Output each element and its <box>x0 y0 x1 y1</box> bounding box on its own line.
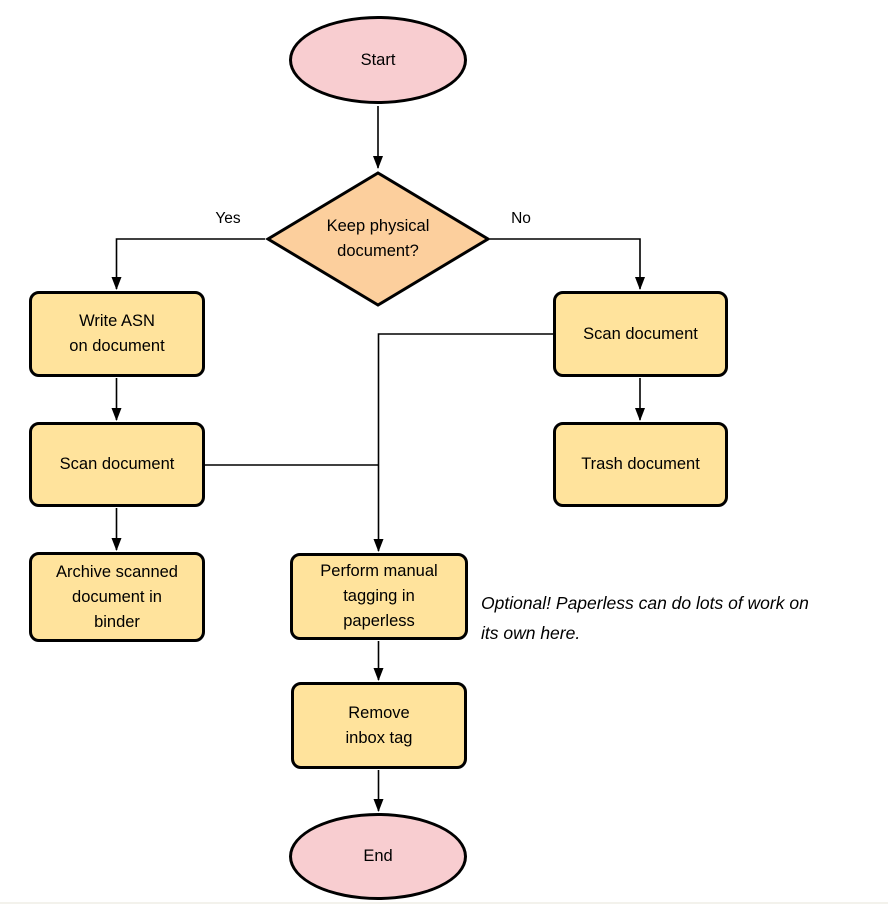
node-decision: Keep physical document? <box>265 170 491 308</box>
edge-decision-no-to-scan-right <box>490 238 645 290</box>
node-archive-document: Archive scanned document in binder <box>29 552 205 642</box>
bottom-divider <box>0 902 888 904</box>
node-scan-document-right-label: Scan document <box>583 324 698 343</box>
node-remove-inbox-tag-label: Remove inbox tag <box>345 703 413 747</box>
edge-scan-right-to-tagging <box>373 333 553 552</box>
node-manual-tagging: Perform manual tagging in paperless <box>290 553 468 640</box>
node-write-asn-label: Write ASN on document <box>69 312 165 355</box>
node-remove-inbox-tag: Remove inbox tag <box>291 682 467 769</box>
node-end: End <box>289 813 467 900</box>
edge-decision-yes-to-write-asn <box>111 238 265 290</box>
edge-label-no: No <box>511 210 531 227</box>
annotation-optional-note: Optional! Paperless can do lots of work … <box>481 593 809 643</box>
node-trash-document: Trash document <box>553 422 728 507</box>
node-manual-tagging-label: Perform manual tagging in paperless <box>320 562 438 630</box>
node-archive-document-label: Archive scanned document in binder <box>56 562 178 631</box>
node-scan-document-right: Scan document <box>553 291 728 377</box>
node-write-asn: Write ASN on document <box>29 291 205 377</box>
node-end-label: End <box>363 847 393 865</box>
node-decision-label: Keep physical document? <box>326 217 430 260</box>
node-start-label: Start <box>360 50 396 69</box>
node-trash-document-label: Trash document <box>581 455 700 473</box>
node-scan-document-left: Scan document <box>29 422 205 507</box>
node-start: Start <box>289 16 467 104</box>
node-scan-document-left-label: Scan document <box>59 455 175 473</box>
edge-label-yes: Yes <box>215 210 241 227</box>
decision-diamond-shape <box>265 171 491 307</box>
